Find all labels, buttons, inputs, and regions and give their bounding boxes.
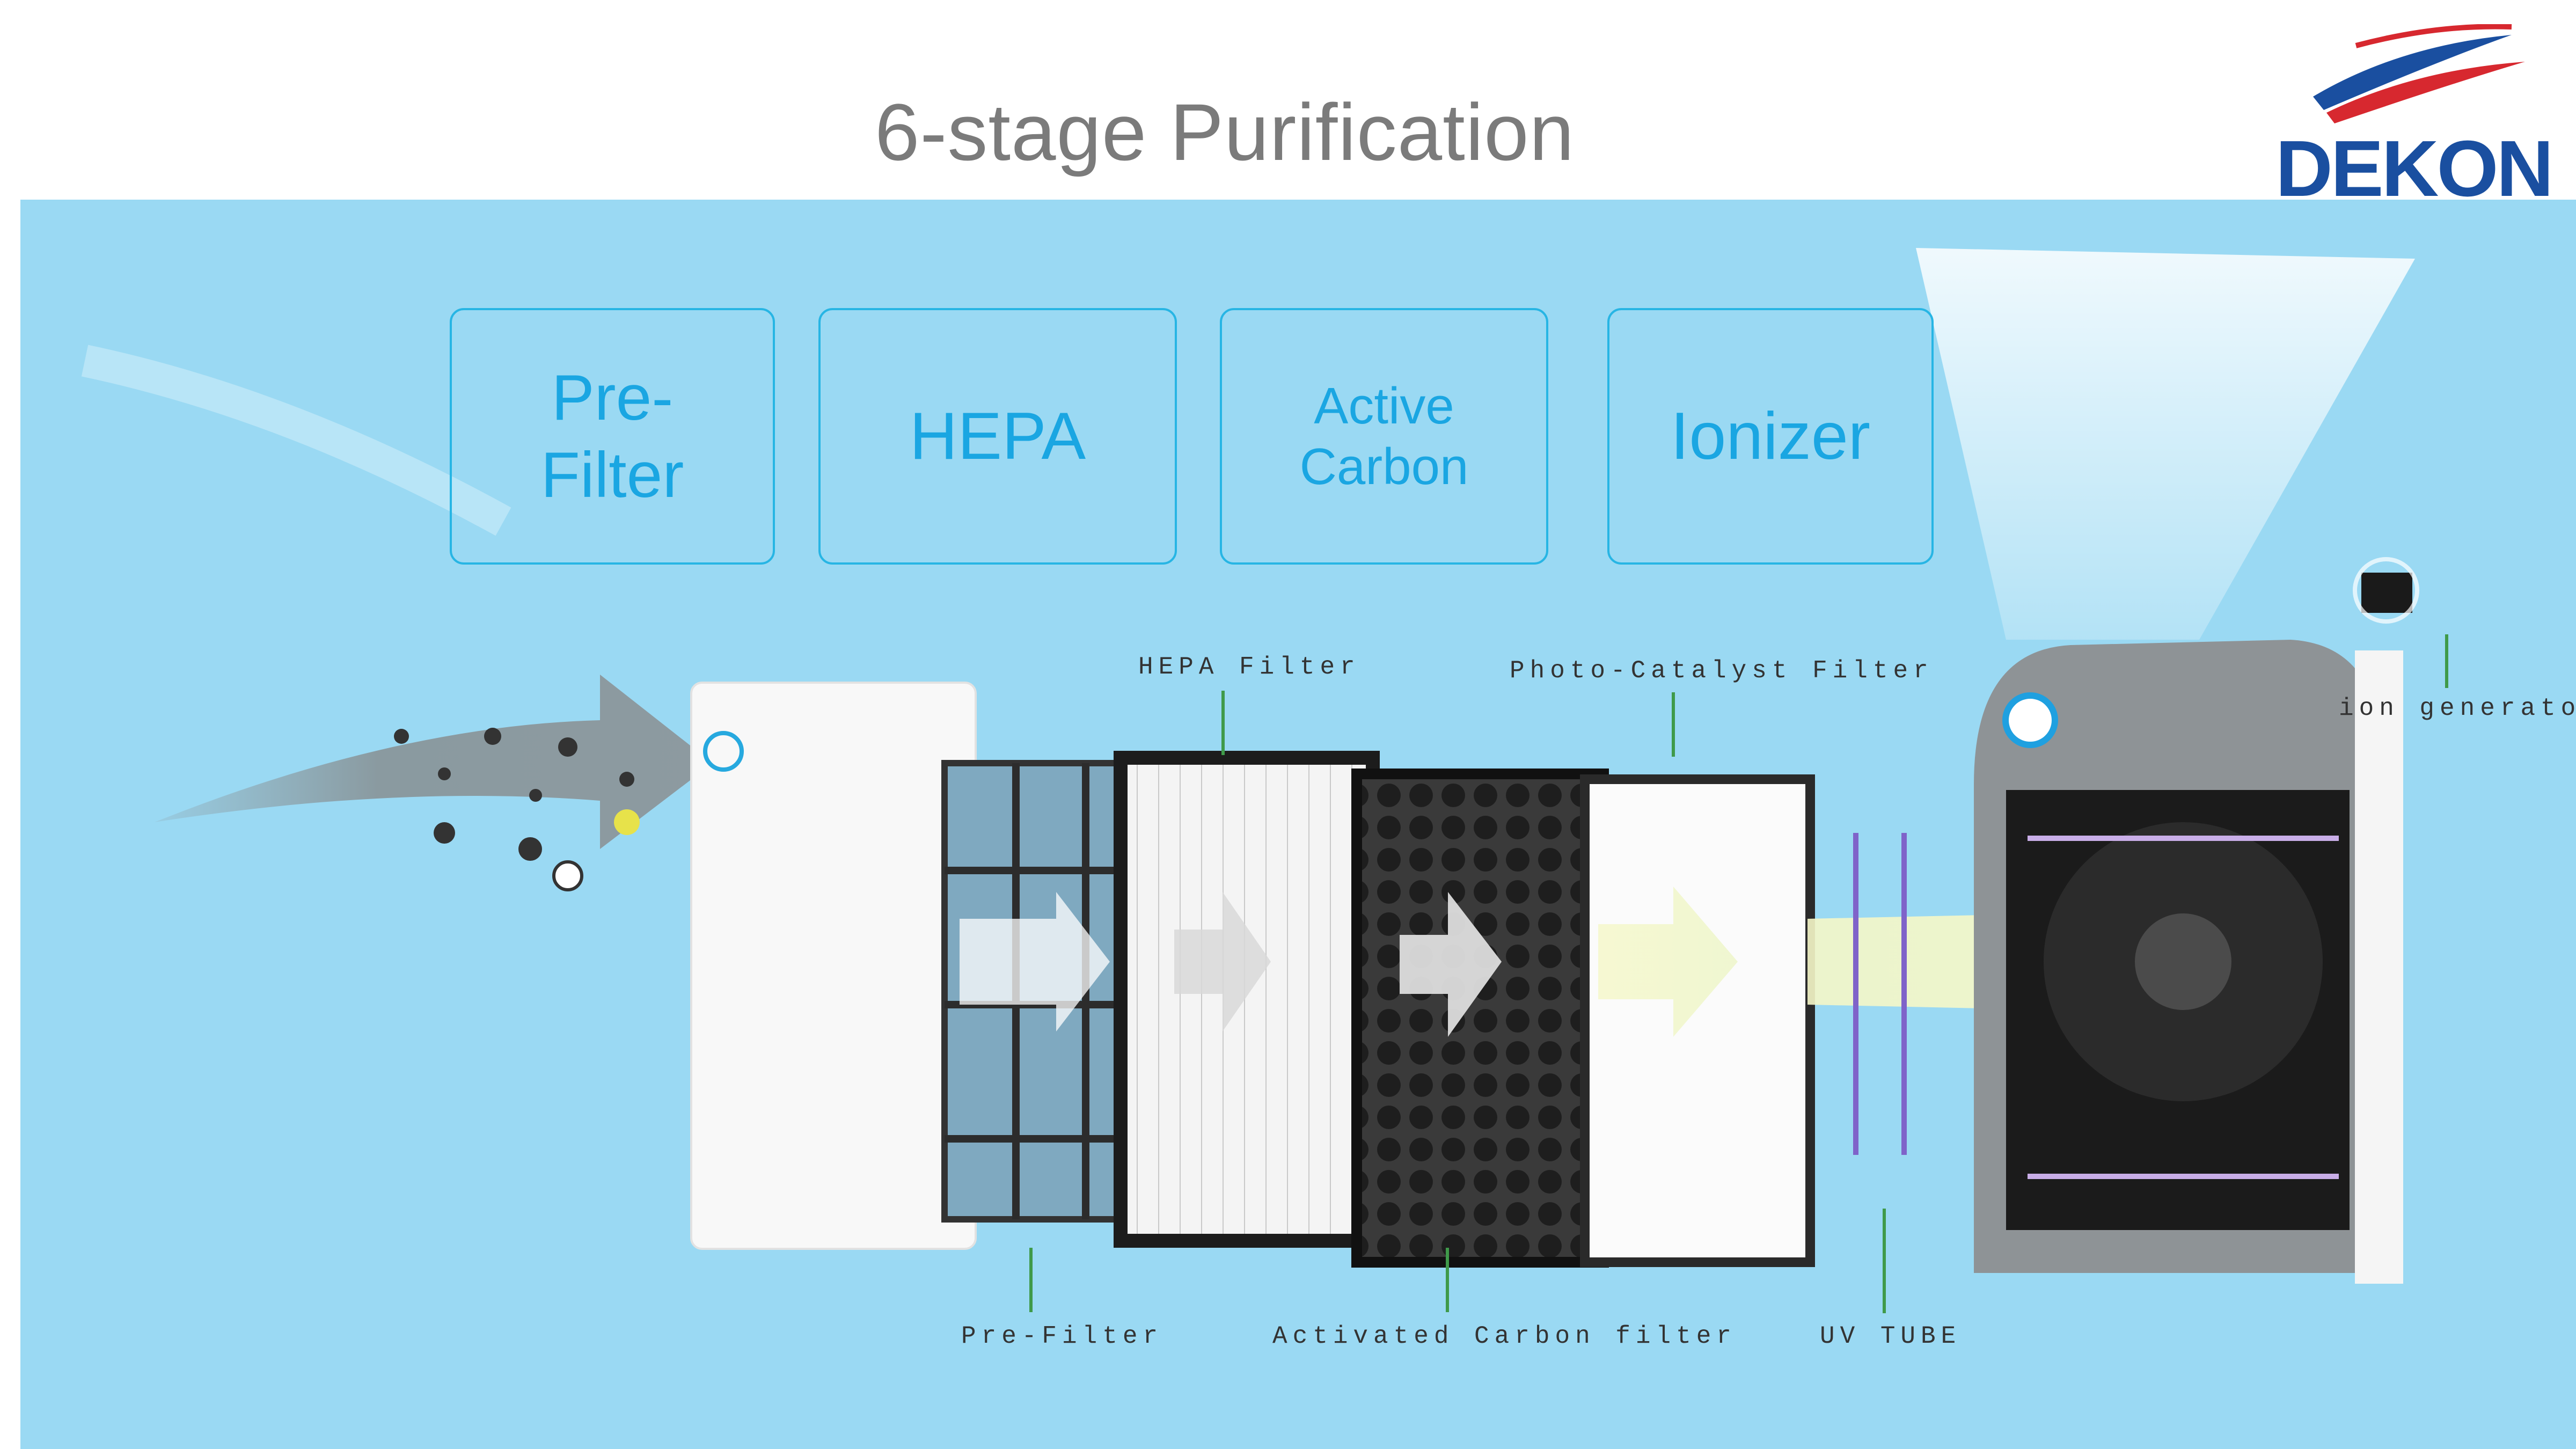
stage-box-hepa: HEPA: [818, 308, 1177, 565]
stage-box-ionizer: Ionizer: [1607, 308, 1934, 565]
stage-label-line2: Carbon: [1300, 436, 1469, 497]
brand-logo: DEKON: [2275, 24, 2544, 191]
leader-line: [1221, 691, 1225, 755]
leader-line: [1446, 1248, 1449, 1312]
leader-line: [1029, 1248, 1033, 1312]
callout-hepa-filter: HEPA Filter: [1138, 653, 1360, 681]
callout-ion-generator: ion generator: [2339, 694, 2576, 722]
leader-line: [1672, 692, 1675, 757]
stage-label-line1: Pre-: [552, 359, 674, 436]
stage-label-line1: HEPA: [910, 398, 1086, 474]
stage-label-line2: Filter: [541, 436, 684, 514]
leader-line: [1883, 1209, 1886, 1313]
stage-box-active-carbon: Active Carbon: [1220, 308, 1548, 565]
callout-activated-carbon: Activated Carbon filter: [1272, 1322, 1737, 1350]
stage-label-line1: Ionizer: [1671, 398, 1870, 474]
callout-uv-tube: UV TUBE: [1820, 1322, 1961, 1350]
stage-label-line1: Active: [1314, 376, 1454, 436]
callout-pre-filter: Pre-Filter: [961, 1322, 1163, 1350]
stage-box-pre-filter: Pre- Filter: [450, 308, 775, 565]
diagram-panel: Pre- Filter HEPA Active Carbon Ionizer H…: [20, 200, 2576, 1449]
page-title: 6-stage Purification: [875, 86, 1575, 179]
logo-swoosh-icon: [2275, 24, 2544, 126]
leader-line: [2445, 634, 2448, 688]
callout-photo-catalyst: Photo-Catalyst Filter: [1510, 657, 1934, 685]
